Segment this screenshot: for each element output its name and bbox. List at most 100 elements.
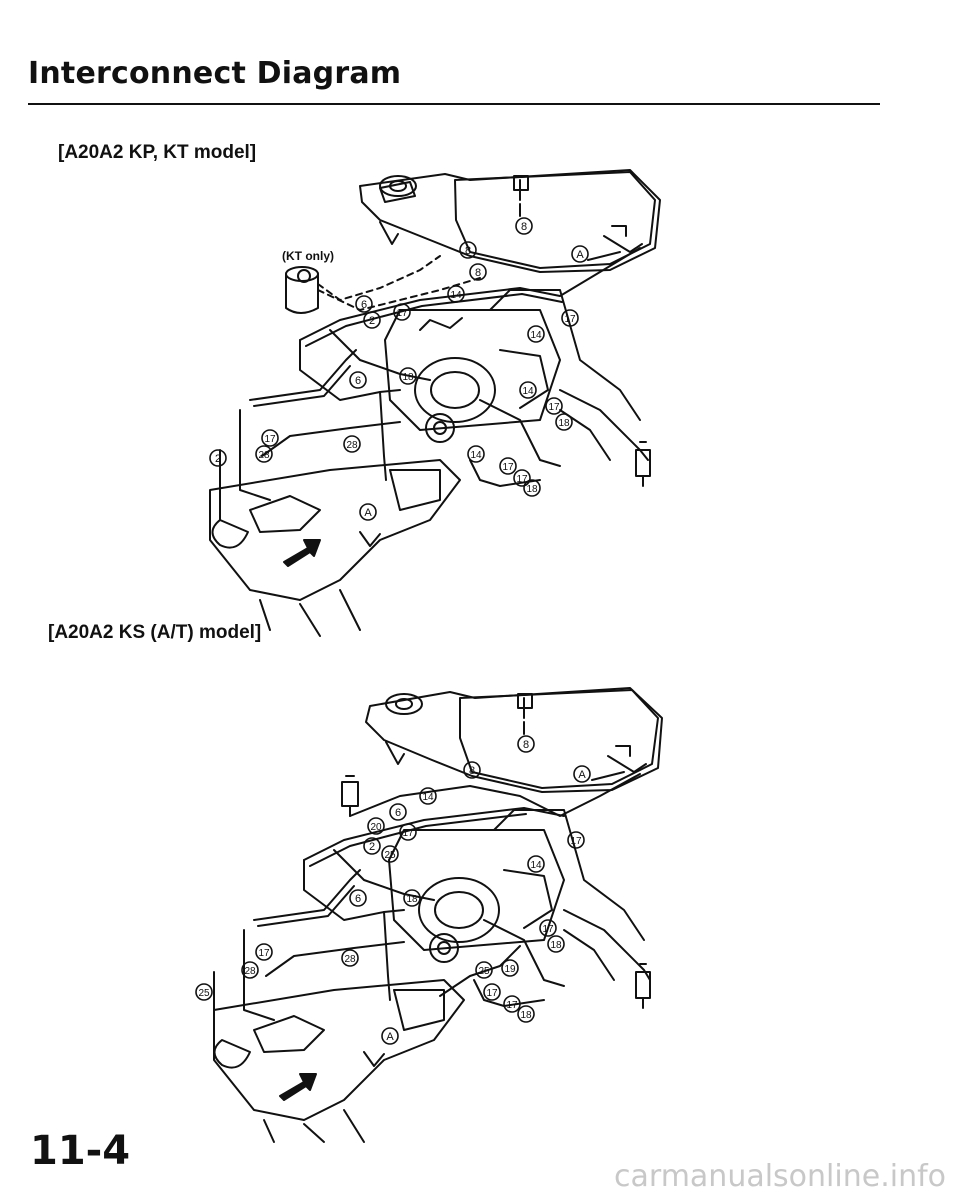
callout-14: 14 <box>467 445 485 463</box>
callouts-top: 8 8 8 A 6 2 17 14 14 17 6 18 14 17 18 28… <box>209 217 589 521</box>
callout-20: 20 <box>367 817 385 835</box>
svg-text:17: 17 <box>506 1000 518 1011</box>
watermark: carmanualsonline.info <box>614 1159 946 1194</box>
svg-text:17: 17 <box>258 948 270 959</box>
svg-text:14: 14 <box>530 860 542 871</box>
svg-text:2: 2 <box>369 315 375 327</box>
callout-17: 17 <box>545 397 563 415</box>
callout-18: 18 <box>555 413 573 431</box>
vacuum-hose-network <box>213 773 651 1043</box>
right-side-sensor <box>635 441 651 487</box>
callout-17: 17 <box>499 457 517 475</box>
callout-17: 17 <box>483 983 501 1001</box>
svg-text:8: 8 <box>523 739 529 751</box>
callout-18: 18 <box>523 479 541 497</box>
callout-14: 14 <box>527 325 545 343</box>
svg-text:18: 18 <box>520 1010 532 1021</box>
callout-17: 17 <box>561 309 579 327</box>
svg-text:14: 14 <box>530 330 542 341</box>
svg-text:2: 2 <box>215 453 221 465</box>
svg-text:17: 17 <box>402 828 414 839</box>
callout-6: 6 <box>389 803 407 821</box>
svg-text:6: 6 <box>355 375 361 387</box>
svg-text:18: 18 <box>558 418 570 429</box>
svg-text:14: 14 <box>522 386 534 397</box>
section-label-top: [A20A2 KP, KT model] <box>58 142 257 163</box>
callout-18: 18 <box>517 1005 535 1023</box>
callout-25: 25 <box>381 845 399 863</box>
callout-2: 2 <box>209 449 227 467</box>
callout-6: 6 <box>355 295 373 313</box>
section-label-bottom: [A20A2 KS (A/T) model] <box>48 622 262 643</box>
callout-17: 17 <box>513 469 531 487</box>
callout-18: 18 <box>547 935 565 953</box>
diagram-top-kp-kt: 8 8 8 A 6 2 17 14 14 17 6 18 14 17 18 28… <box>209 169 661 637</box>
callout-14: 14 <box>447 285 465 303</box>
svg-text:8: 8 <box>469 765 475 777</box>
svg-text:14: 14 <box>422 792 434 803</box>
callout-17: 17 <box>539 919 557 937</box>
callout-25: 25 <box>475 961 493 979</box>
callout-17: 17 <box>567 831 585 849</box>
callout-8: 8 <box>459 241 477 259</box>
svg-text:A: A <box>386 1031 394 1043</box>
callout-a: A <box>571 245 589 263</box>
throttle-body-assembly <box>388 829 565 963</box>
page-title: Interconnect Diagram <box>28 56 402 91</box>
callout-a: A <box>359 503 377 521</box>
callout-28: 28 <box>341 949 359 967</box>
intake-manifold <box>213 979 465 1143</box>
callout-19: 19 <box>501 959 519 977</box>
housing-fittings <box>517 693 647 781</box>
svg-text:2: 2 <box>369 841 375 853</box>
svg-text:A: A <box>578 769 586 781</box>
callout-8: 8 <box>515 217 533 235</box>
svg-text:17: 17 <box>502 462 514 473</box>
svg-text:17: 17 <box>570 836 582 847</box>
svg-text:25: 25 <box>384 850 396 861</box>
svg-text:6: 6 <box>355 893 361 905</box>
title-rule <box>28 103 880 105</box>
callout-17: 17 <box>261 429 279 447</box>
callout-28: 28 <box>241 961 259 979</box>
svg-text:17: 17 <box>516 474 528 485</box>
air-cleaner-housing <box>359 169 661 273</box>
svg-text:17: 17 <box>264 434 276 445</box>
right-side-sensor <box>635 963 651 1009</box>
svg-text:6: 6 <box>361 299 367 311</box>
callout-2: 2 <box>363 837 381 855</box>
callout-28: 28 <box>343 435 361 453</box>
intake-manifold <box>209 459 461 637</box>
callout-25: 25 <box>195 983 213 1001</box>
callout-17: 17 <box>399 823 417 841</box>
svg-text:28: 28 <box>258 450 270 461</box>
svg-text:25: 25 <box>478 966 490 977</box>
svg-text:8: 8 <box>475 267 481 279</box>
forward-arrow-bottom <box>279 1073 317 1101</box>
callout-17: 17 <box>255 943 273 961</box>
callout-17: 17 <box>503 995 521 1013</box>
diagram-bottom-ks-at: 8 8 A 14 6 20 17 2 25 17 14 18 6 28 17 2… <box>195 687 663 1143</box>
svg-text:14: 14 <box>470 450 482 461</box>
callouts-bottom: 8 8 A 14 6 20 17 2 25 17 14 18 6 28 17 2… <box>195 735 591 1045</box>
svg-text:A: A <box>576 249 584 261</box>
callout-2: 2 <box>363 311 381 329</box>
svg-text:19: 19 <box>504 964 516 975</box>
svg-text:17: 17 <box>542 924 554 935</box>
svg-text:A: A <box>364 507 372 519</box>
callout-6: 6 <box>349 371 367 389</box>
svg-text:17: 17 <box>396 308 408 319</box>
svg-text:28: 28 <box>344 954 356 965</box>
callout-a: A <box>381 1027 399 1045</box>
left-sensor <box>341 775 359 817</box>
kt-only-canister <box>285 255 481 314</box>
throttle-body-assembly <box>384 309 561 443</box>
callout-a: A <box>573 765 591 783</box>
callout-14: 14 <box>419 787 437 805</box>
svg-text:18: 18 <box>526 484 538 495</box>
callout-18: 18 <box>403 889 421 907</box>
svg-text:28: 28 <box>346 440 358 451</box>
svg-text:8: 8 <box>521 221 527 233</box>
svg-text:17: 17 <box>486 988 498 999</box>
callout-28: 28 <box>255 445 273 463</box>
